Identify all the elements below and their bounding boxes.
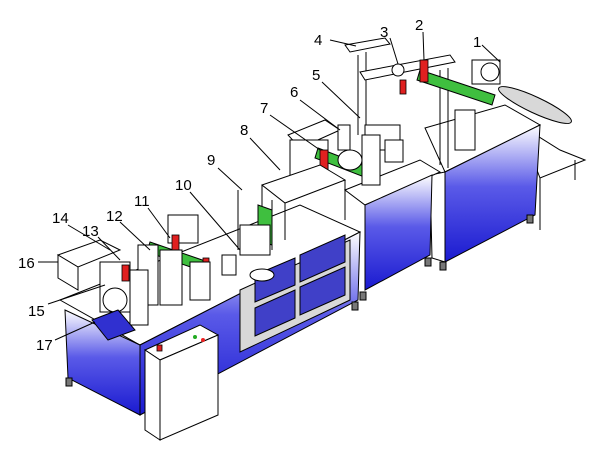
label-8: 8 [240,122,248,139]
station-table [260,164,347,240]
label-11: 11 [134,193,150,210]
label-9: 9 [207,152,215,169]
label-13: 13 [82,223,99,240]
station-unwind [344,37,501,168]
label-14: 14 [52,210,69,227]
label-6: 6 [290,84,298,101]
station-left [137,214,211,306]
label-3: 3 [380,24,388,41]
control-box [143,324,220,441]
control-panels [239,234,351,353]
label-4: 4 [314,32,322,49]
label-7: 7 [260,100,268,117]
part-labels: 1 2 3 4 5 6 7 8 9 10 11 12 13 14 15 16 1… [18,17,481,354]
label-17: 17 [36,337,53,354]
label-15: 15 [28,303,45,320]
label-1: 1 [473,34,481,51]
label-2: 2 [415,17,423,34]
leader-lines [38,31,501,341]
label-5: 5 [312,67,320,84]
label-10: 10 [175,177,192,194]
station-cutter [221,190,275,282]
label-12: 12 [106,208,123,225]
label-16: 16 [18,255,35,272]
cabinet-right [424,104,542,271]
cabinet-middle [343,159,442,301]
